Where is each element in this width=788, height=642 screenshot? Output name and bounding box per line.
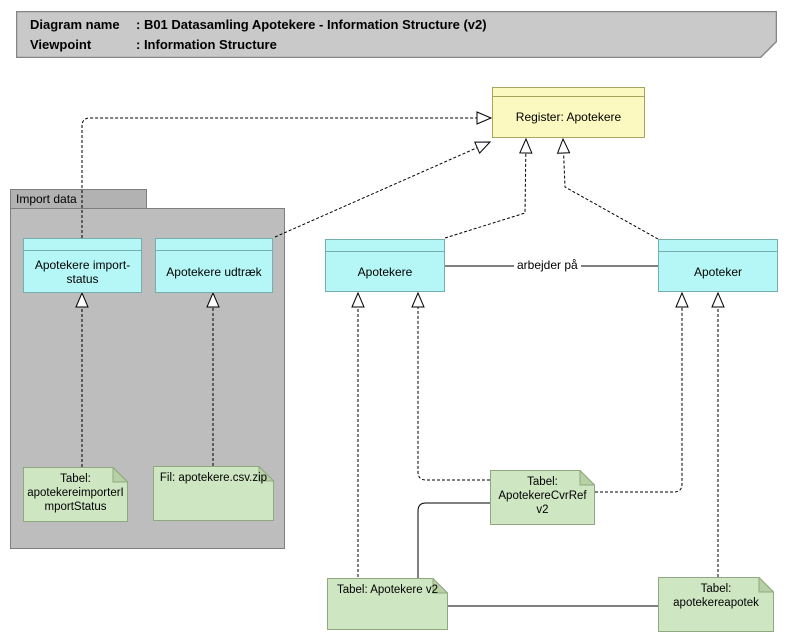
realization-udtraek-to-register[interactable] <box>274 142 490 238</box>
node-apotekere-import-status-label: Apotekere import-status <box>34 257 131 286</box>
note-fold-corner <box>758 577 774 593</box>
note-fold-corner <box>579 470 595 486</box>
note-fil-apotekere-csv-zip[interactable]: Fil: apotekere.csv.zip <box>153 466 274 521</box>
note-shape <box>23 467 128 522</box>
node-apotekere-label: Apotekere <box>357 264 413 279</box>
note-fold-corner <box>112 467 128 483</box>
note-tabel-apotekere-v2[interactable]: Tabel: Apotekere v2 <box>327 578 448 630</box>
diagram-title-text: Diagram name : B01 Datasamling Apotekere… <box>30 15 487 55</box>
realization-cvrref-to-apotekere[interactable] <box>418 293 490 481</box>
node-apoteker-label: Apoteker <box>693 264 743 279</box>
note-tabel-apotekereimporterimportstatus-label: Tabel: apotekereimporterI mportStatus <box>27 473 124 513</box>
realization-apotekere-to-register[interactable] <box>444 139 526 239</box>
viewpoint-value: : Information Structure <box>136 37 277 52</box>
object-band <box>24 239 141 251</box>
node-apotekere-udtraek-label: Apotekere udtræk <box>166 264 262 279</box>
note-shape <box>153 466 274 521</box>
realization-cvrref-to-apoteker[interactable] <box>595 293 682 493</box>
note-tabel-apotekerecvrref-v2[interactable]: Tabel: ApotekereCvrRef v2 <box>490 470 595 525</box>
node-apotekere-import-status[interactable]: Apotekere import-status <box>23 238 142 293</box>
object-band <box>326 240 444 252</box>
realization-import-status-to-register[interactable] <box>81 118 491 238</box>
folder-import-data-label: Import data <box>16 192 77 206</box>
object-band <box>493 88 644 97</box>
note-tabel-apotekerecvrref-v2-label: Tabel: ApotekereCvrRef v2 <box>498 476 587 516</box>
association-cvrref-to-tabel-apotekere-v2[interactable] <box>417 502 490 578</box>
diagram-name-value: : B01 Datasamling Apotekere - Informatio… <box>136 17 487 32</box>
note-tabel-apotekereapotek-label: Tabel: apotekereapotek <box>673 583 759 609</box>
node-apoteker[interactable]: Apoteker <box>658 239 778 292</box>
folder-import-data-tab[interactable]: Import data <box>10 189 147 209</box>
note-fold-corner <box>432 578 448 594</box>
note-shape <box>658 577 774 632</box>
node-apotekere[interactable]: Apotekere <box>325 239 445 292</box>
node-apotekere-udtraek[interactable]: Apotekere udtræk <box>155 238 273 293</box>
diagram-title-banner[interactable] <box>16 11 777 58</box>
viewpoint-label: Viewpoint <box>30 37 92 52</box>
note-tabel-apotekereapotek[interactable]: Tabel: apotekereapotek <box>658 577 774 632</box>
object-band <box>156 239 272 251</box>
note-tabel-apotekere-v2-label: Tabel: Apotekere v2 <box>336 584 438 596</box>
note-shape <box>490 470 595 525</box>
note-fil-apotekere-csv-zip-label: Fil: apotekere.csv.zip <box>159 472 268 484</box>
banner-shape <box>16 11 777 58</box>
object-band <box>659 240 777 252</box>
realization-apoteker-to-register[interactable] <box>563 139 659 240</box>
node-register-apotekere[interactable]: Register: Apotekere <box>492 87 645 138</box>
diagram-name-label: Diagram name <box>30 17 120 32</box>
note-shape <box>327 578 448 630</box>
node-register-apotekere-label: Register: Apotekere <box>515 110 622 124</box>
association-label-arbejder-paa[interactable]: arbejder på <box>514 258 581 273</box>
note-fold-corner <box>258 466 274 482</box>
note-tabel-apotekereimporterimportstatus[interactable]: Tabel: apotekereimporterI mportStatus <box>23 467 128 522</box>
